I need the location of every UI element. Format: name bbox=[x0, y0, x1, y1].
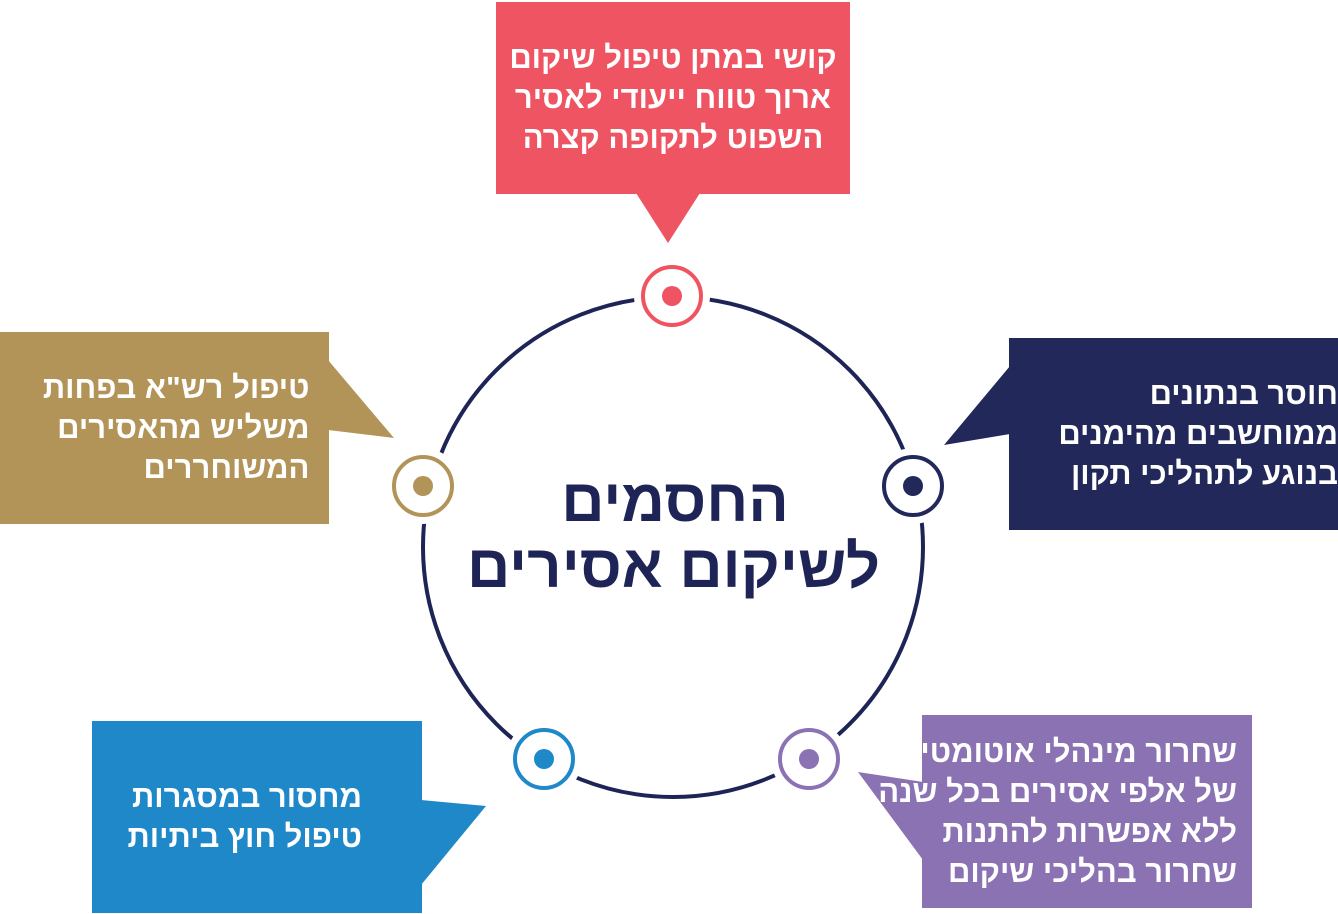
barrier-bottom-left-line-2: טיפול חוץ ביתיות bbox=[127, 819, 363, 854]
barrier-top-line-1: קושי במתן טיפול שיקום bbox=[509, 40, 837, 75]
node-left bbox=[385, 448, 461, 524]
barrier-left-line-2: משליש מהאסירים bbox=[57, 410, 310, 445]
node-bottom-right bbox=[771, 721, 847, 797]
barrier-box-bottom-left: מחסור במסגרות טיפול חוץ ביתיות bbox=[92, 721, 422, 913]
center-title-line-1: החסמים bbox=[561, 467, 789, 534]
node-top bbox=[634, 258, 710, 334]
barrier-right-line-1: חוסר בנתונים bbox=[1149, 376, 1338, 411]
barrier-right-line-3: בנוגע לתהליכי תקון bbox=[1070, 456, 1338, 491]
barrier-top-line-2: ארוך טווח ייעודי לאסיר bbox=[514, 80, 832, 115]
barrier-bottom-left-line-1: מחסור במסגרות bbox=[131, 779, 362, 814]
barrier-box-top: קושי במתן טיפול שיקום ארוך טווח ייעודי ל… bbox=[496, 2, 850, 194]
barrier-bottom-right-line-4: שחרור בהליכי שיקום bbox=[948, 853, 1237, 889]
node-right bbox=[875, 448, 951, 524]
barrier-top-line-3: השפוט לתקופה קצרה bbox=[522, 120, 824, 155]
barrier-box-right: חוסר בנתונים ממוחשבים מהימנים בנוגע לתהל… bbox=[1009, 338, 1338, 530]
barrier-box-left: טיפול רש"א בפחות משליש מהאסירים המשוחררי… bbox=[0, 332, 329, 524]
barrier-right-line-2: ממוחשבים מהימנים bbox=[1058, 416, 1338, 451]
center-title: החסמים לשיקום אסירים bbox=[467, 467, 880, 600]
node-bottom-left bbox=[506, 721, 582, 797]
barrier-bottom-right-line-3: ללא אפשרות להתנות bbox=[942, 813, 1237, 849]
barrier-bottom-right-line-1: שחרור מינהלי אוטומטי bbox=[920, 733, 1237, 769]
barrier-bottom-right-line-2: של אלפי אסירים בכל שנה bbox=[878, 773, 1237, 809]
left-box-pointer bbox=[328, 360, 394, 438]
center-title-line-2: לשיקום אסירים bbox=[467, 533, 880, 600]
barrier-left-line-3: המשוחררים bbox=[143, 450, 310, 485]
bottom-right-box-pointer bbox=[858, 772, 923, 860]
right-box-pointer bbox=[944, 366, 1010, 445]
top-box-pointer bbox=[636, 193, 700, 243]
barrier-left-line-1: טיפול רש"א בפחות bbox=[42, 370, 310, 405]
bottom-left-box-pointer bbox=[421, 800, 486, 885]
barrier-box-bottom-right: שחרור מינהלי אוטומטי של אלפי אסירים בכל … bbox=[878, 715, 1252, 908]
